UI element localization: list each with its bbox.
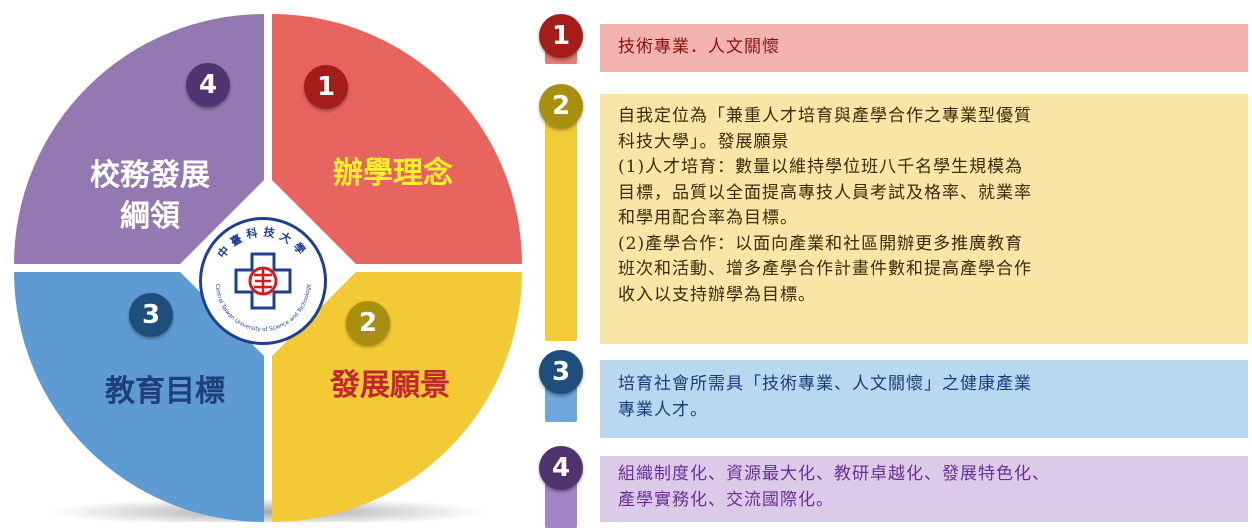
quadrant-2 xyxy=(272,272,522,522)
item-1-badge: 1 xyxy=(539,14,583,58)
item-1-line: 技術專業．人文關懷 xyxy=(618,37,780,57)
item-4-line: 組織制度化、資源最大化、教研卓越化、發展特色化、 xyxy=(618,464,1050,484)
logo-emblem: 中臺科技大學 Central Taiwan University of Scie… xyxy=(214,224,312,333)
item-2-badge: 2 xyxy=(539,84,583,128)
item-2-line: 目標，品質以全面提高專技人員考試及格率、就業率 xyxy=(618,182,1032,203)
quadrant-4-badge: 4 xyxy=(186,63,230,107)
quadrant-2-title: 發展願景 xyxy=(330,368,450,403)
quadrant-3-title: 教育目標 xyxy=(105,374,225,409)
item-2-line: (1)人才培育：數量以維持學位班八千名學生規模為 xyxy=(618,157,1024,177)
item-3-badge: 3 xyxy=(539,350,583,394)
quadrant-4-title-line-1: 校務發展 xyxy=(90,158,210,193)
university-logo: 中臺科技大學 Central Taiwan University of Scie… xyxy=(199,217,327,345)
item-3-line: 專業人才。 xyxy=(618,399,708,420)
item-2-line: (2)產學合作：以面向產業和社區開辦更多推廣教育 xyxy=(618,233,1024,254)
item-3-line: 培育社會所需具「技術專業、人文關懷」之健康產業 xyxy=(618,374,1032,394)
quadrant-1-badge: 1 xyxy=(304,65,348,109)
item-3-box: 培育社會所需具「技術專業、人文關懷」之健康產業專業人才。 xyxy=(600,360,1248,438)
item-2-line: 自我定位為「兼重人才培育與產學合作之專業型優質 xyxy=(618,106,1032,126)
item-2-line: 科技大學」。發展願景 xyxy=(618,131,790,152)
item-2-line: 和學用配合率為目標。 xyxy=(618,208,798,228)
quadrant-3-badge: 3 xyxy=(129,293,173,337)
quadrant-4-title-line-2: 綱領 xyxy=(120,199,180,234)
wheel-shadow xyxy=(48,498,488,522)
item-1-box: 技術專業．人文關懷 xyxy=(600,24,1248,72)
item-2-box: 自我定位為「兼重人才培育與產學合作之專業型優質科技大學」。發展願景 (1)人才培育… xyxy=(600,94,1248,344)
quadrant-1-title: 辦學理念 xyxy=(333,156,453,191)
item-2-line: 班次和活動、增多產學合作計畫件數和提高產學合作 xyxy=(618,259,1032,279)
item-4-badge: 4 xyxy=(539,446,583,490)
item-2-stem xyxy=(545,106,577,341)
item-2-line: 收入以支持辦學為目標。 xyxy=(618,284,816,305)
item-4-box: 組織制度化、資源最大化、教研卓越化、發展特色化、產學實務化、交流國際化。 xyxy=(600,456,1248,522)
quadrant-3 xyxy=(14,272,265,522)
quadrant-2-badge: 2 xyxy=(346,301,390,345)
item-4-line: 產學實務化、交流國際化。 xyxy=(618,489,834,510)
